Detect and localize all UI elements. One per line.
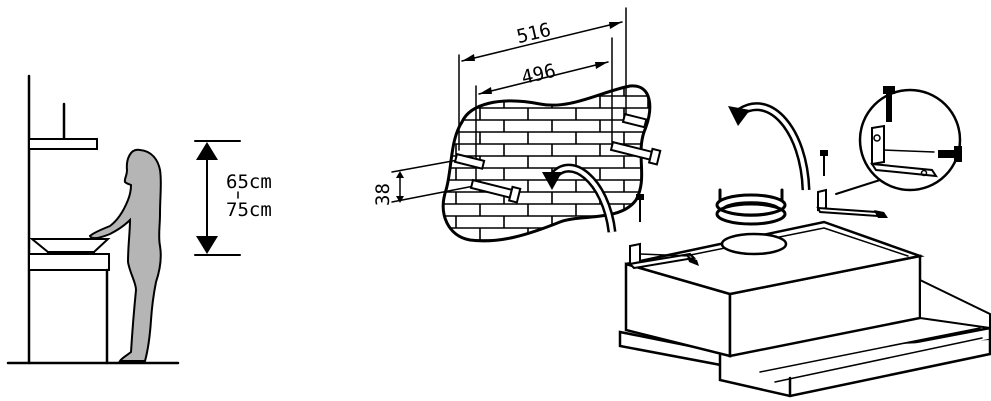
ring-flange (715, 188, 787, 226)
screw-icon (938, 146, 962, 162)
counter (28, 238, 111, 365)
hood-installation (618, 86, 991, 398)
screw-icon (469, 178, 522, 204)
clearance-dimension: 65cm 75cm (194, 140, 272, 256)
wall-screws (453, 112, 662, 204)
clearance-min-label: 65cm (226, 171, 272, 193)
screw-icon (621, 112, 648, 129)
arrow-up-icon (196, 142, 218, 160)
range-hood-icon (624, 220, 991, 358)
screw-icon (453, 152, 486, 170)
kitchen-scene: 65cm 75cm (6, 74, 272, 365)
exhaust-collar (720, 232, 788, 256)
person-silhouette-icon (88, 148, 162, 362)
wall-template: 516 496 38 (372, 7, 662, 243)
arrow-down-icon (196, 236, 218, 254)
screw-icon (883, 86, 895, 122)
cooktop-pan (29, 238, 111, 253)
bracket-icon (627, 194, 699, 270)
range-hood-icon (28, 138, 98, 150)
vertical-spacing-label: 38 (372, 183, 394, 206)
inner-width-label: 496 (519, 60, 557, 89)
screw-icon (874, 210, 888, 218)
screw-icon (636, 194, 644, 222)
screw-icon (820, 150, 828, 176)
screw-icon (687, 256, 699, 266)
outer-width-label: 516 (515, 19, 553, 48)
bracket-icon (816, 150, 888, 218)
clearance-max-label: 75cm (226, 199, 272, 221)
rotate-arrow-icon (737, 102, 811, 191)
bracket-detail-callout (835, 86, 962, 195)
screw-icon (609, 140, 662, 166)
vertical-spacing-dimension: 38 (372, 159, 475, 206)
